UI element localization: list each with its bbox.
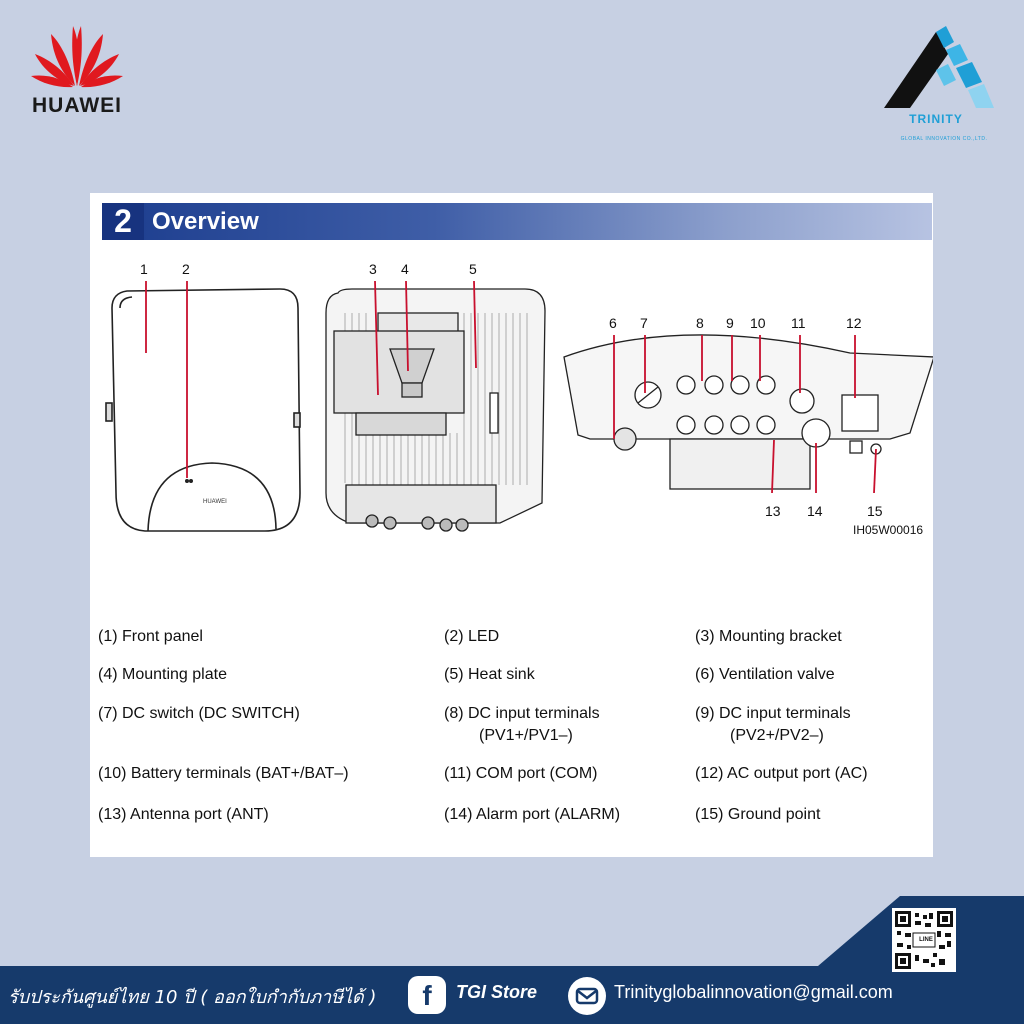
trinity-logo: TRINITY GLOBAL INNOVATION CO.,LTD.: [876, 24, 1012, 148]
figure-code: IH05W00016: [853, 523, 924, 537]
email-icon[interactable]: [568, 977, 606, 1015]
callout-4: 4: [401, 261, 409, 277]
callout-8: 8: [696, 315, 704, 331]
callout-2: 2: [182, 261, 190, 277]
inverter-drawing: HUAWEI: [105, 280, 933, 532]
section-number: 2: [102, 203, 144, 240]
back-view: [325, 288, 546, 532]
line-qr-code[interactable]: LINE: [892, 908, 956, 972]
callout-6: 6: [609, 315, 617, 331]
callout-13: 13: [765, 503, 781, 519]
legend-item-3: (3) Mounting bracket: [695, 628, 842, 645]
trinity-triangle-icon: [884, 26, 994, 108]
legend-item-13: (13) Antenna port (ANT): [98, 806, 269, 823]
callout-1: 1: [140, 261, 148, 277]
legend-item-6: (6) Ventilation valve: [695, 666, 835, 683]
legend-item-11: (11) COM port (COM): [444, 765, 598, 782]
facebook-page-name[interactable]: TGI Store: [456, 982, 538, 1002]
callout-10: 10: [750, 315, 766, 331]
callout-9: 9: [726, 315, 734, 331]
callout-3: 3: [369, 261, 377, 277]
legend-item-9: (9) DC input terminals(PV2+/PV2–): [695, 705, 851, 744]
legend-item-2: (2) LED: [444, 628, 500, 645]
facebook-icon[interactable]: f: [408, 976, 446, 1014]
legend-item-8: (8) DC input terminals(PV1+/PV1–): [444, 705, 600, 744]
svg-text:HUAWEI: HUAWEI: [203, 499, 227, 505]
front-view: HUAWEI: [105, 288, 301, 532]
footer-bar: [0, 966, 1024, 1024]
bottom-view: [563, 334, 933, 490]
callout-12: 12: [846, 315, 862, 331]
warranty-text: รับประกันศูนย์ไทย 10 ปี ( ออกใบกำกับภาษี…: [8, 987, 377, 1008]
section-header: 2 Overview: [102, 203, 932, 240]
qr-code-icon: [895, 911, 953, 969]
huawei-wordmark: HUAWEI: [32, 94, 122, 117]
document-page: 2 Overview HUAWEI: [90, 193, 933, 857]
callout-lines: [145, 280, 877, 494]
email-address[interactable]: Trinityglobalinnovation@gmail.com: [614, 982, 893, 1002]
legend-item-15: (15) Ground point: [695, 806, 821, 823]
trinity-subtitle: GLOBAL INNOVATION CO.,LTD.: [900, 136, 988, 142]
legend-item-5: (5) Heat sink: [444, 666, 535, 683]
legend-item-12: (12) AC output port (AC): [695, 765, 868, 782]
trinity-wordmark: TRINITY: [909, 112, 963, 126]
legend-item-4: (4) Mounting plate: [98, 666, 227, 683]
callout-7: 7: [640, 315, 648, 331]
callout-15: 15: [867, 503, 883, 519]
legend-item-14: (14) Alarm port (ALARM): [444, 806, 621, 823]
envelope-icon: [575, 987, 599, 1005]
callout-5: 5: [469, 261, 477, 277]
legend-item-10: (10) Battery terminals (BAT+/BAT–): [98, 765, 349, 782]
inverter-figure: HUAWEI: [90, 253, 933, 553]
section-title: Overview: [152, 208, 259, 235]
huawei-petals-icon: [31, 26, 123, 88]
legend-item-1: (1) Front panel: [98, 628, 203, 645]
qr-label: LINE: [919, 937, 933, 943]
callout-14: 14: [807, 503, 823, 519]
legend-item-7: (7) DC switch (DC SWITCH): [98, 705, 300, 722]
huawei-logo: HUAWEI: [22, 20, 132, 120]
callout-11: 11: [791, 315, 806, 331]
